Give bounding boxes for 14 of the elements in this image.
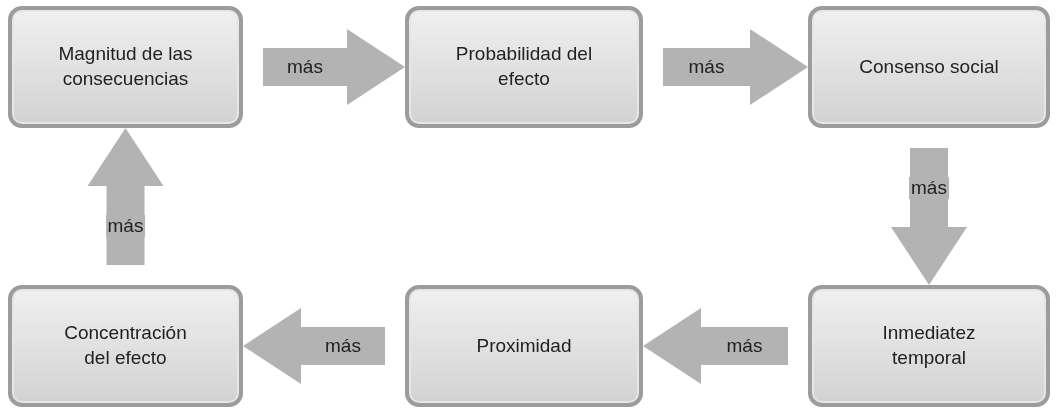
process-box: [405, 285, 643, 407]
box-text: Concentración del efecto: [63, 321, 188, 370]
box-text: Probabilidad del efecto: [454, 42, 594, 91]
box-text: Inmediatez temporal: [881, 321, 977, 370]
box-text: Proximidad: [475, 333, 573, 358]
box-text: Magnitud de las consecuencias: [57, 42, 194, 91]
process-box: [808, 6, 1050, 128]
edge-label: más: [105, 214, 146, 237]
process-box: [8, 285, 243, 407]
box-text: Consenso social: [858, 54, 1000, 79]
process-box: [405, 6, 643, 128]
edge-label: más: [909, 176, 949, 199]
process-box: [8, 6, 243, 128]
process-box: [808, 285, 1050, 407]
